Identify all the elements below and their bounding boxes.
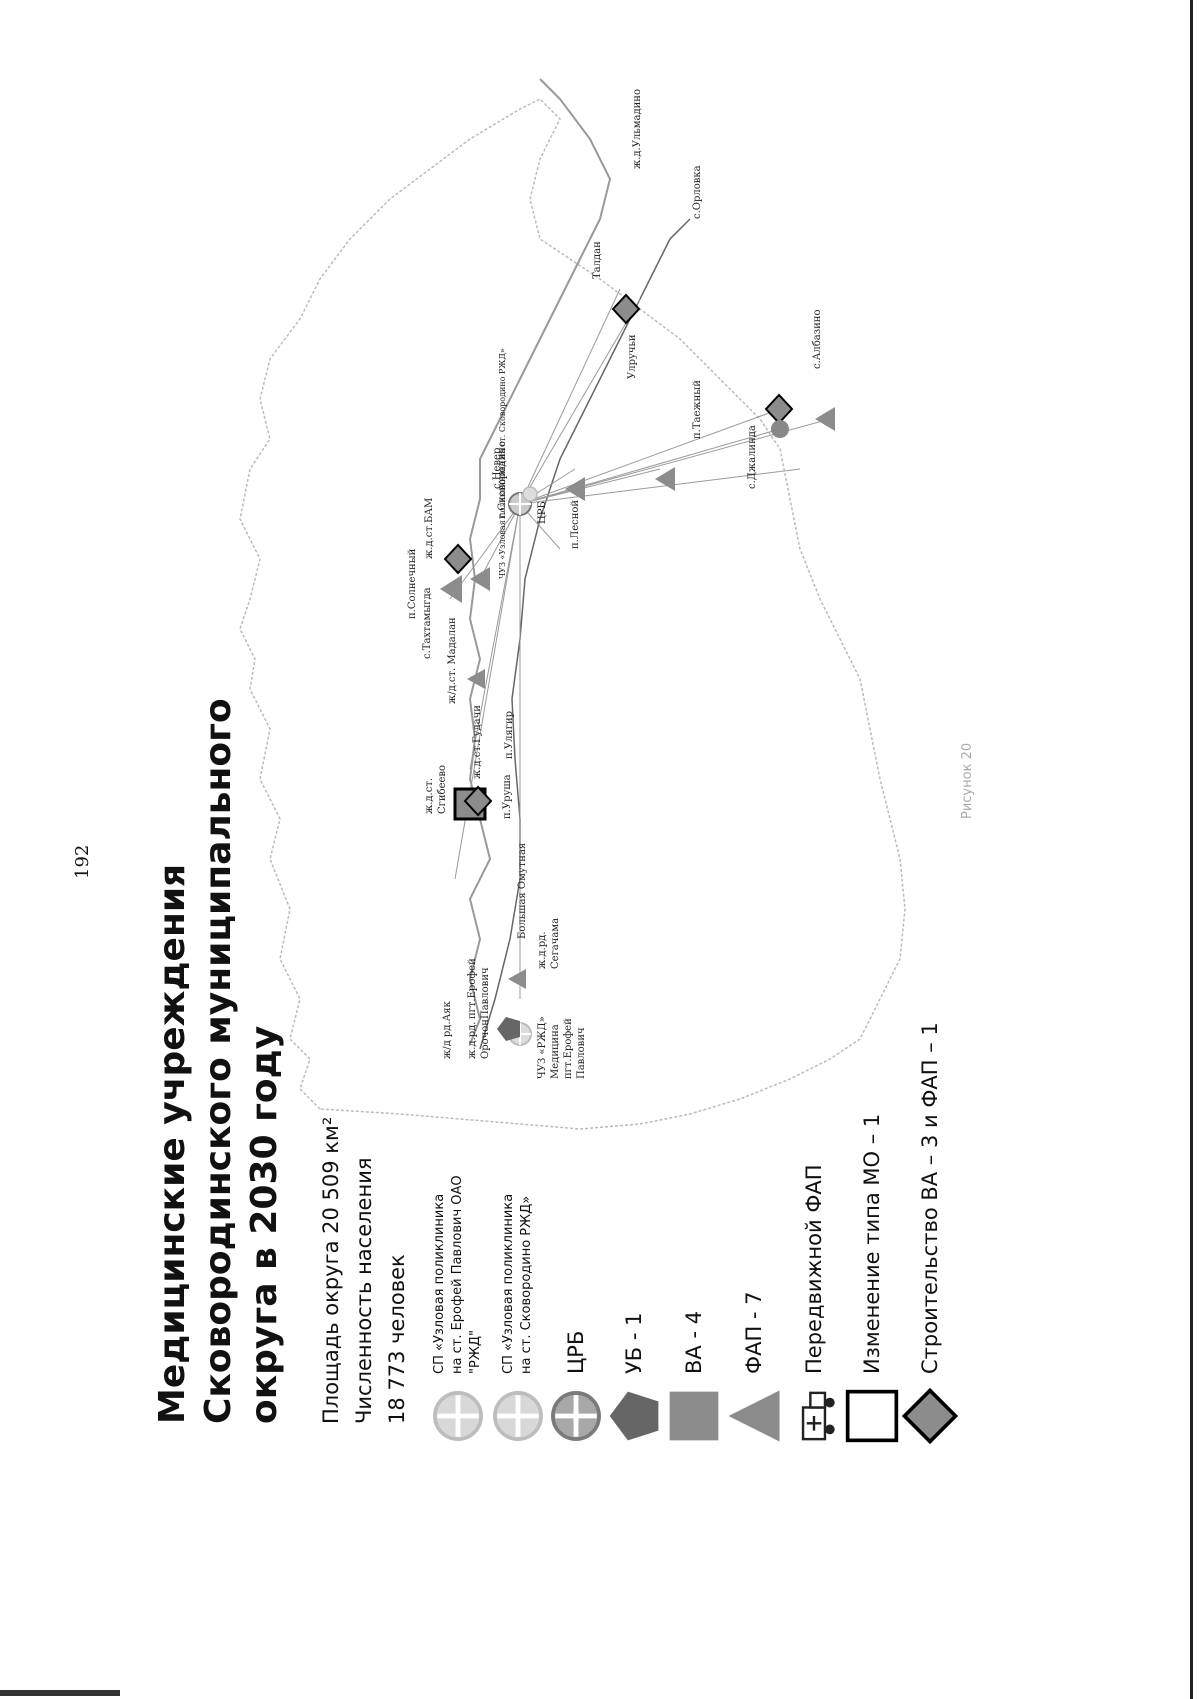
- ub-marker: [497, 1017, 520, 1041]
- svg-text:с.Орловка: с.Орловка: [692, 165, 703, 219]
- connection-lines: [449, 288, 831, 999]
- construction-marker: [611, 293, 641, 325]
- fap-marker: [655, 467, 675, 491]
- legend-item-type-change: Изменение типа МО – 1: [844, 1114, 900, 1444]
- fap-marker: [467, 669, 485, 689]
- svg-text:п.Улягир: п.Улягир: [504, 711, 515, 759]
- square-outline-icon: [844, 1388, 900, 1444]
- svg-text:п.Лесной: п.Лесной: [570, 500, 581, 549]
- fap-marker: [508, 969, 526, 989]
- map-markers: [440, 293, 835, 1046]
- svg-text:с.Джалинда: с.Джалинда: [747, 425, 758, 489]
- svg-text:с.Тахтамыгда: с.Тахтамыгда: [422, 587, 433, 659]
- svg-text:Большая Омутная: Большая Омутная: [517, 843, 528, 939]
- clinic-skovorodino-icon: [490, 1388, 546, 1444]
- svg-text:ж/д.ст. Мадалан: ж/д.ст. Мадалан: [447, 617, 458, 704]
- svg-text:Орочон: Орочон: [480, 1019, 491, 1059]
- amur-river: [468, 78, 612, 1045]
- legend-item-va: ВА - 4: [666, 1311, 722, 1444]
- svg-text:Медицина: Медицина: [550, 1024, 561, 1079]
- svg-text:Павлович: Павлович: [480, 967, 491, 1019]
- figure-caption: Рисунок 20: [960, 742, 975, 819]
- construction-marker: [764, 393, 794, 425]
- svg-text:ж.д.Ульмадино: ж.д.Ульмадино: [632, 89, 643, 169]
- mobile-fap-icon: [786, 1388, 842, 1444]
- clinic-erofey-icon: [430, 1388, 486, 1444]
- svg-text:Сгибеево: Сгибеево: [437, 765, 448, 814]
- ub-marker-dzhalinda: [771, 420, 789, 438]
- page-edge-line: [1190, 0, 1193, 1699]
- construction-marker: [463, 785, 493, 817]
- svg-text:ЧУЗ «РЖД»: ЧУЗ «РЖД»: [537, 1016, 548, 1079]
- svg-text:ж.д.ст.Гудачи: ж.д.ст.Гудачи: [472, 705, 483, 779]
- crb-icon: [548, 1388, 604, 1444]
- construction-marker: [443, 543, 473, 575]
- svg-text:ж.д.рд.: ж.д.рд.: [537, 932, 548, 969]
- svg-text:с.Невер: с.Невер: [492, 448, 503, 489]
- svg-text:Улручьи: Улручьи: [627, 334, 638, 379]
- clinic-skovorodino-marker: [522, 486, 538, 502]
- district-boundary: [239, 98, 906, 1130]
- svg-text:Павлович: Павлович: [576, 1027, 587, 1079]
- svg-text:ж.д.ст.: ж.д.ст.: [424, 778, 435, 814]
- fap-marker: [815, 407, 835, 431]
- svg-text:п.Таежный: п.Таежный: [692, 380, 703, 439]
- svg-text:Талдан: Талдан: [592, 241, 603, 279]
- legend-item-fap: ФАП - 7: [726, 1291, 782, 1444]
- triangle-icon: [726, 1388, 782, 1444]
- svg-text:ж.д.рд.: ж.д.рд.: [467, 1022, 478, 1059]
- svg-text:г.Сковородино: г.Сковородино: [497, 441, 508, 519]
- svg-text:пгт.Ерофей: пгт.Ерофей: [563, 1018, 574, 1079]
- legend-item-clinic-skovorodino: СП «Узловая поликлиника на ст. Сковороди…: [490, 1174, 546, 1444]
- svg-text:пгт.Ерофей: пгт.Ерофей: [467, 958, 478, 1019]
- svg-text:с.Албазино: с.Албазино: [812, 310, 823, 370]
- svg-text:ж.д.ст.БАМ: ж.д.ст.БАМ: [424, 498, 435, 559]
- svg-text:Сегачама: Сегачама: [550, 918, 561, 969]
- legend-item-construction: Строительство ВА – 3 и ФАП – 1: [901, 1022, 959, 1444]
- map-labels: ж/д рд.Аяк ж.д.рд. Орочон пгт.Ерофей Пав…: [407, 89, 823, 1079]
- square-icon: [666, 1388, 722, 1444]
- legend-item-ub: УБ - 1: [606, 1313, 662, 1445]
- fap-marker: [440, 575, 462, 603]
- svg-text:ж/д рд.Аяк: ж/д рд.Аяк: [442, 1000, 453, 1059]
- pentagon-icon: [606, 1388, 662, 1444]
- diamond-icon: [901, 1388, 959, 1444]
- scan-artifact: [0, 1690, 120, 1696]
- svg-text:п.Уруша: п.Уруша: [502, 774, 513, 819]
- svg-text:п.Солнечный: п.Солнечный: [407, 548, 418, 619]
- svg-text:ЧУЗ «Узловая поликлиника на ст: ЧУЗ «Узловая поликлиника на ст. Сковород…: [498, 348, 507, 579]
- svg-text:ЦРБ: ЦРБ: [537, 501, 548, 524]
- legend-item-clinic-erofey: СП «Узловая поликлиника на ст. Ерофей Па…: [430, 1174, 486, 1444]
- fap-marker: [565, 477, 585, 501]
- legend-item-mobile-fap: Передвижной ФАП: [786, 1164, 842, 1444]
- fap-marker: [470, 567, 490, 591]
- railway-line: [479, 218, 691, 1050]
- legend-item-crb: ЦРБ: [548, 1331, 604, 1444]
